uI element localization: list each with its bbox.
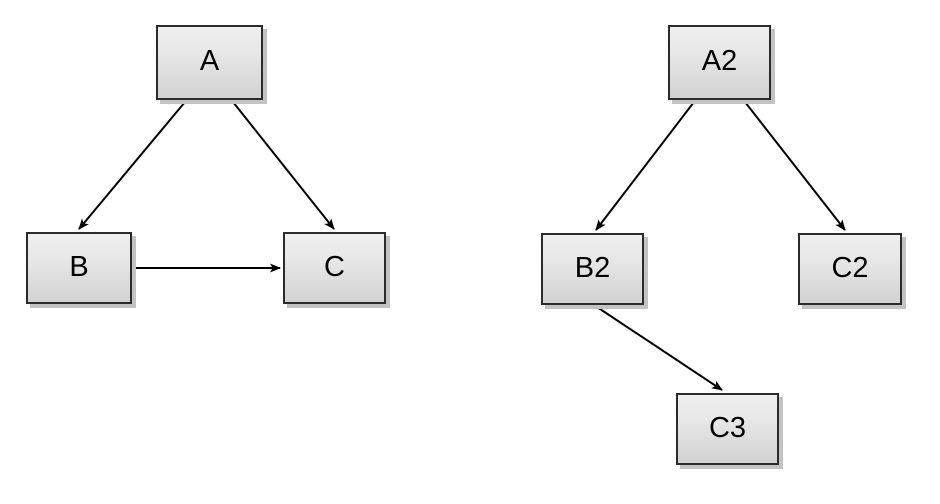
node-a[interactable]: A — [156, 25, 263, 100]
edge-a-to-c[interactable] — [232, 101, 335, 230]
edge-a2-to-b2[interactable] — [595, 101, 695, 231]
node-a2[interactable]: A2 — [668, 25, 771, 100]
edges-group — [78, 101, 846, 391]
node-c3[interactable]: C3 — [676, 393, 779, 465]
node-label: C — [324, 250, 345, 283]
node-b[interactable]: B — [26, 232, 132, 304]
node-label: A — [199, 45, 220, 77]
node-label: C3 — [708, 411, 747, 444]
node-label: B2 — [574, 251, 611, 284]
node-label: B — [69, 250, 89, 283]
edge-a2-to-c2[interactable] — [744, 101, 846, 231]
node-c[interactable]: C — [283, 232, 386, 304]
node-b2[interactable]: B2 — [541, 233, 644, 305]
node-c2[interactable]: C2 — [798, 233, 902, 305]
node-label: C2 — [831, 251, 869, 284]
node-label: A2 — [701, 45, 738, 77]
edge-a-to-b[interactable] — [78, 101, 186, 230]
edge-b2-to-c3[interactable] — [596, 306, 723, 391]
